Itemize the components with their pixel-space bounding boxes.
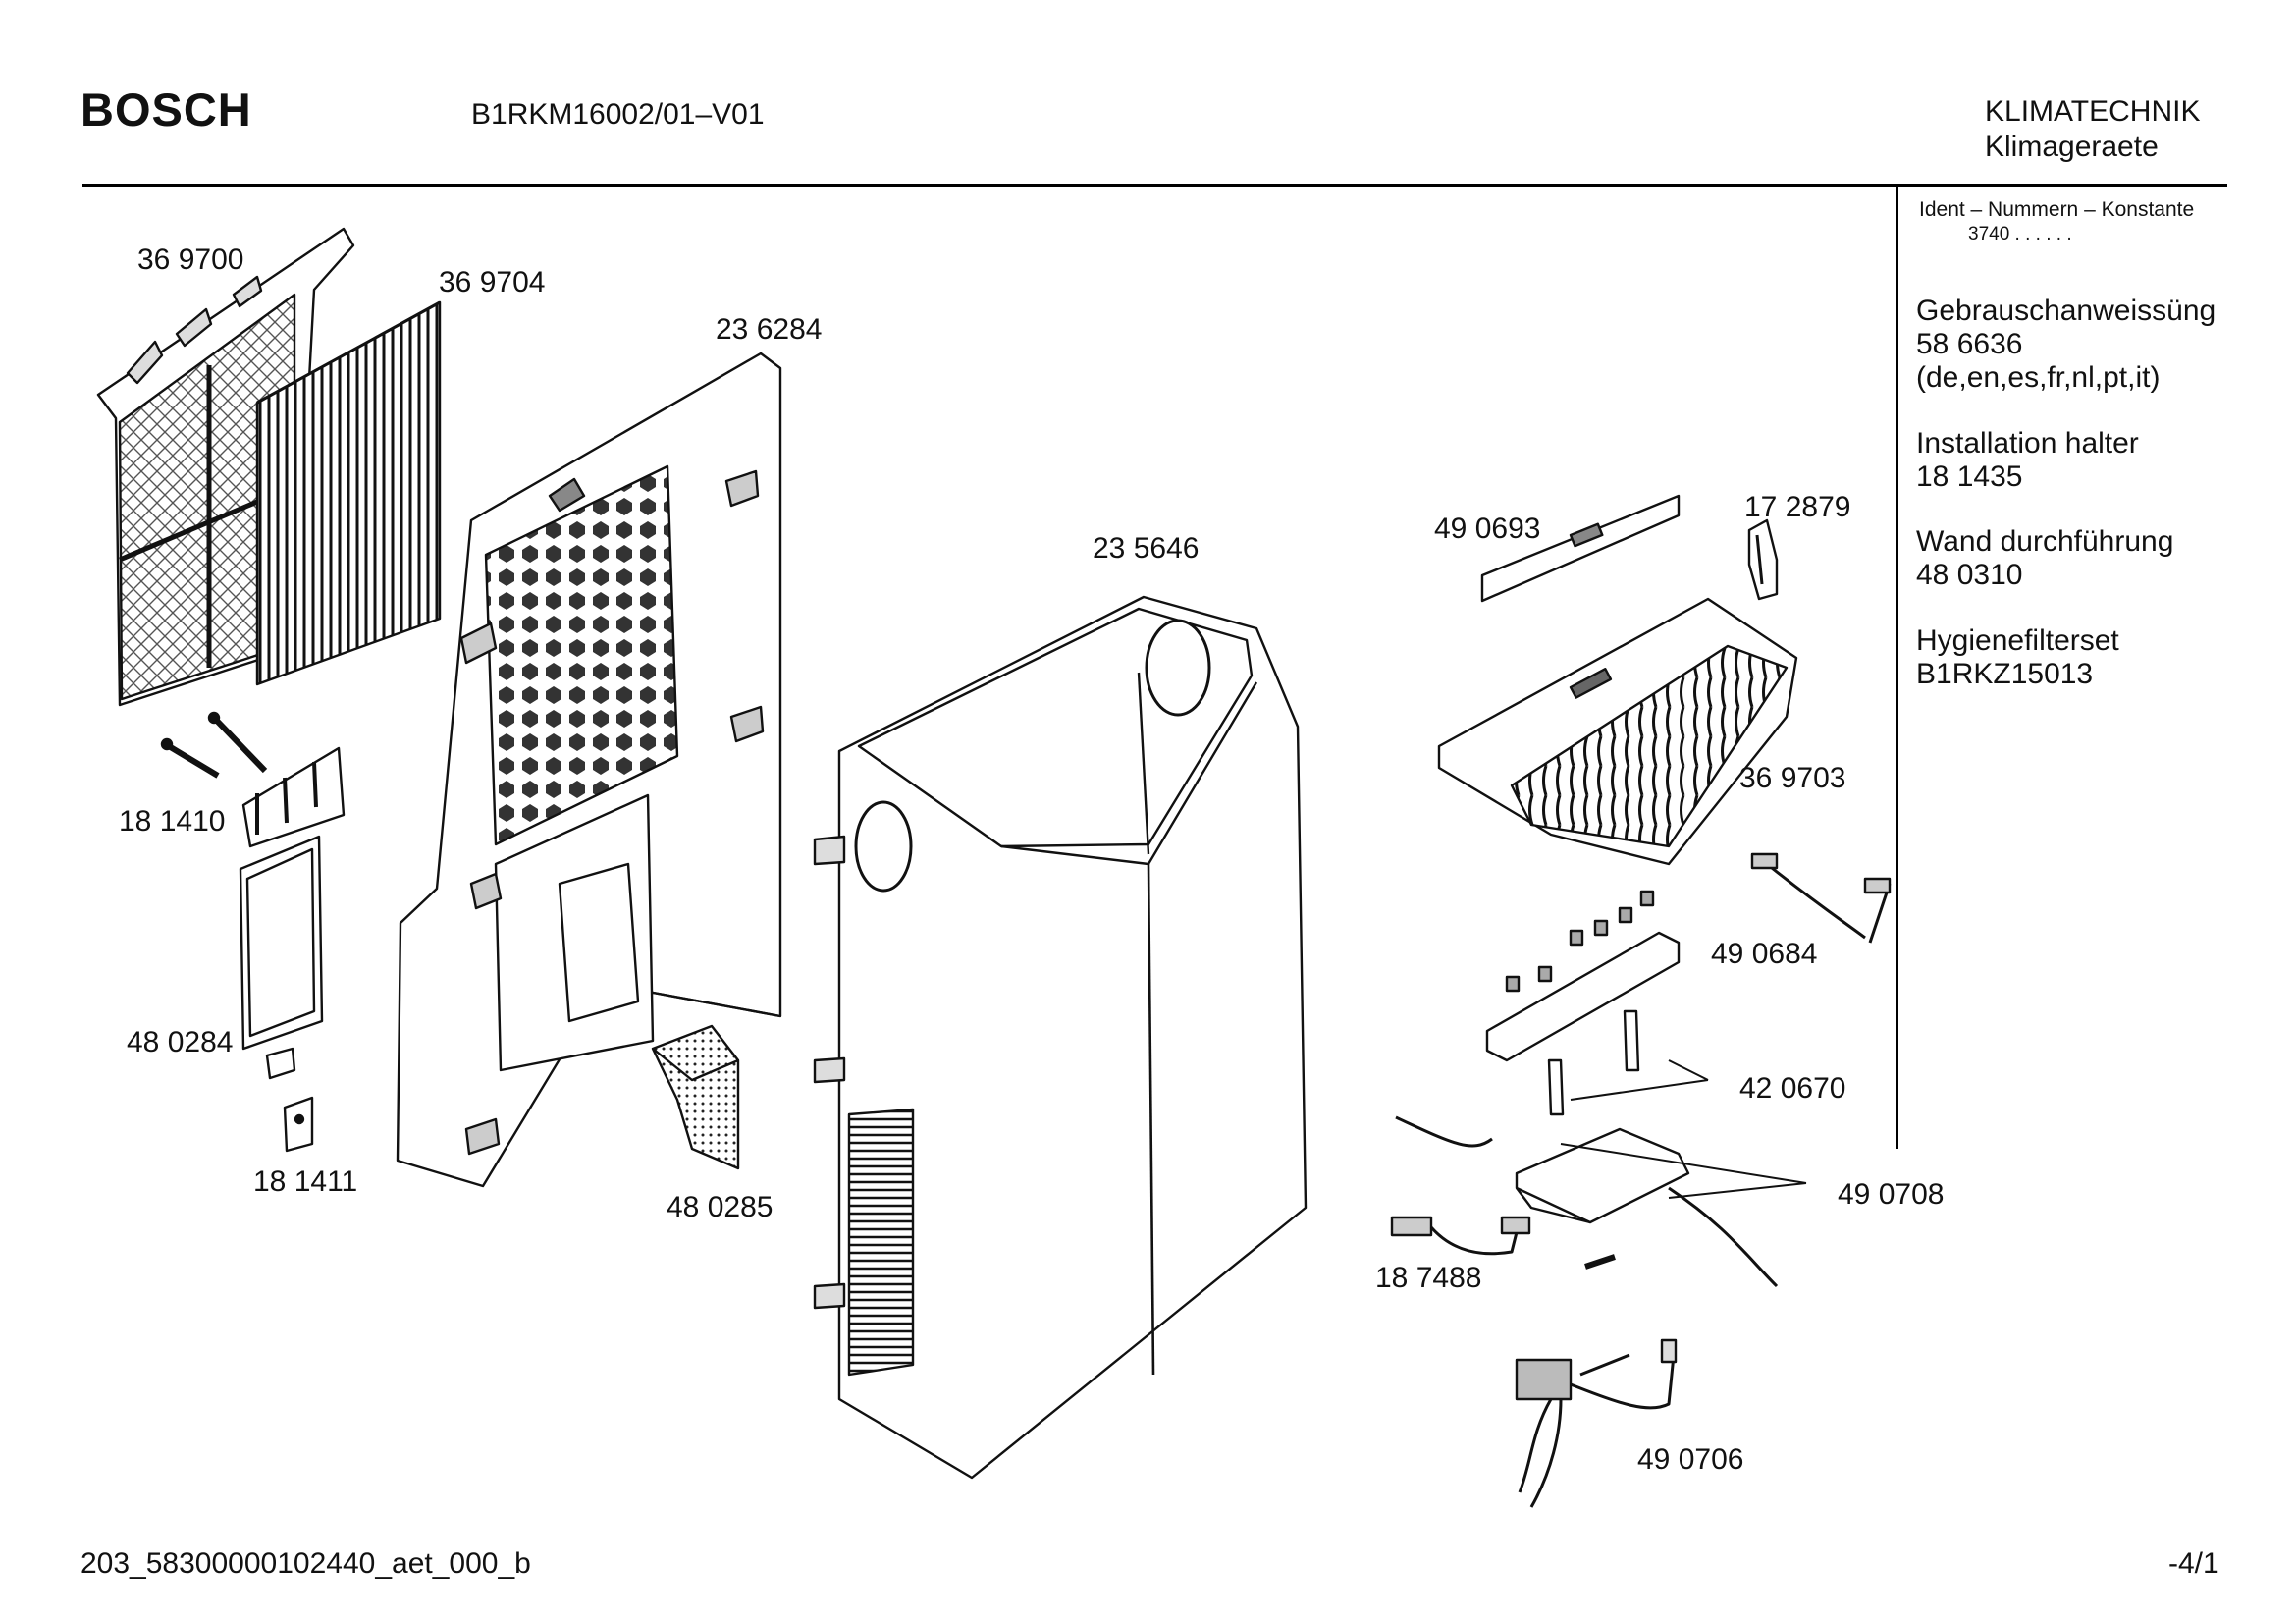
clip-part	[285, 1098, 312, 1151]
category-title: KLIMATECHNIK	[1985, 95, 2201, 128]
bracket-part	[243, 748, 344, 846]
knob-part	[1749, 520, 1777, 599]
sidebar-item-holder-number: 18 1435	[1916, 460, 2023, 493]
wire-harness-part	[1392, 1217, 1615, 1267]
part-label: 49 0693	[1434, 513, 1541, 545]
part-label: 48 0284	[127, 1026, 234, 1058]
connector-part	[1517, 1340, 1676, 1507]
sidebar-item-filter-number: B1RKZ15013	[1916, 658, 2094, 690]
part-label: 23 6284	[716, 313, 823, 346]
part-label: 49 0708	[1838, 1178, 1945, 1211]
control-board-part	[1487, 892, 1679, 1060]
sidebar-item-wall-number: 48 0310	[1916, 559, 2023, 591]
part-label: 18 7488	[1375, 1262, 1482, 1294]
cover-plate-part	[240, 837, 322, 1078]
part-label: 18 1411	[253, 1165, 358, 1198]
sidebar-item-filter-title: Hygienefilterset	[1916, 624, 2119, 657]
header-divider	[82, 184, 2227, 187]
filter-pad-part	[257, 302, 440, 684]
sidebar-item-manual-title: Gebrauschanweissüng	[1916, 295, 2216, 327]
model-number: B1RKM16002/01–V01	[471, 98, 765, 131]
rear-panel-part	[398, 353, 780, 1186]
document-id: 203_58300000102440_aet_000_b	[80, 1547, 531, 1580]
filter-frame-part	[98, 229, 353, 705]
part-label: 36 9703	[1739, 762, 1846, 794]
sidebar-divider	[1896, 187, 1898, 1149]
part-label: 18 1410	[119, 805, 226, 838]
brand-logo: BOSCH	[80, 83, 252, 135]
part-label: 36 9700	[137, 243, 244, 276]
part-label: 49 0706	[1637, 1443, 1744, 1476]
control-foil-part	[1482, 496, 1679, 601]
subcategory-title: Klimageraete	[1985, 131, 2159, 163]
ident-code: 3740 . . . . . .	[1968, 224, 2072, 244]
part-label: 36 9704	[439, 266, 546, 298]
main-housing-part	[815, 597, 1306, 1478]
sidebar-item-holder-title: Installation halter	[1916, 427, 2139, 460]
top-grille-part	[1439, 599, 1796, 864]
part-label: 23 5646	[1093, 532, 1200, 565]
cable-part	[1752, 854, 1890, 943]
part-label: 48 0285	[667, 1191, 774, 1223]
part-label: 42 0670	[1739, 1072, 1846, 1105]
duct-part	[653, 1026, 738, 1168]
sidebar-item-wall-title: Wand durchführung	[1916, 525, 2174, 558]
power-board-part	[1396, 1117, 1806, 1286]
spacer-part	[1549, 1011, 1708, 1114]
ident-label: Ident – Nummern – Konstante	[1919, 198, 2195, 221]
sidebar-item-manual-languages: (de,en,es,fr,nl,pt,it)	[1916, 361, 2161, 394]
page-number: -4/1	[2168, 1547, 2219, 1580]
part-label: 17 2879	[1744, 491, 1851, 523]
sidebar-item-manual-number: 58 6636	[1916, 328, 2023, 360]
screws-part	[162, 713, 265, 776]
part-label: 49 0684	[1711, 938, 1818, 970]
